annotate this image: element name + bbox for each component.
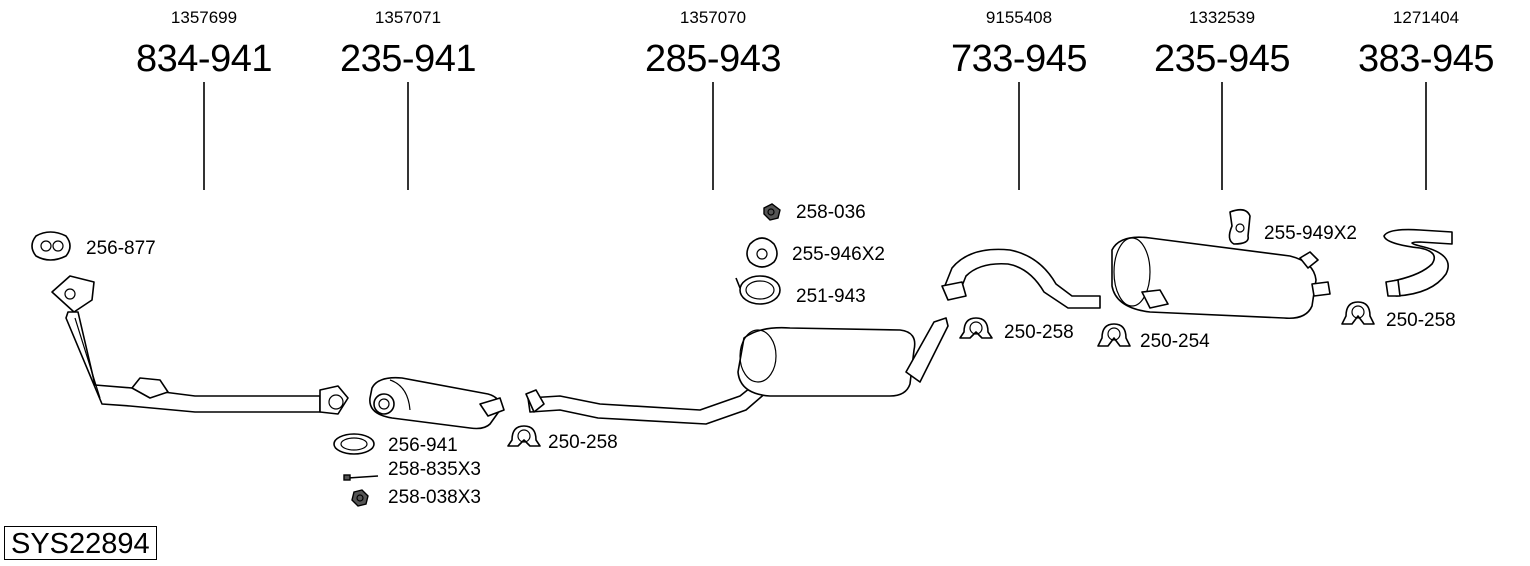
oe-number: 9155408 — [985, 8, 1053, 27]
center-silencer-part — [525, 317, 949, 425]
accessory-label[interactable]: 256-941 — [388, 435, 458, 456]
oe-number: 1357071 — [374, 8, 442, 27]
band-clamp-icon — [735, 275, 781, 305]
accessory-label[interactable]: 251-943 — [796, 286, 866, 307]
intermediate-pipe-part — [941, 248, 1101, 309]
part-number[interactable]: 383-945 — [1358, 38, 1494, 80]
part-number[interactable]: 285-943 — [645, 38, 781, 80]
nut-icon — [351, 489, 369, 507]
oe-number: 1357070 — [679, 8, 747, 27]
part-number[interactable]: 834-941 — [136, 38, 272, 80]
accessory-label[interactable]: 250-258 — [1004, 322, 1074, 343]
oe-number: 1271404 — [1392, 8, 1460, 27]
clamp-icon — [1341, 301, 1375, 325]
part-number[interactable]: 235-945 — [1154, 38, 1290, 80]
accessory-label[interactable]: 255-949X2 — [1264, 223, 1357, 244]
clamp-icon — [507, 425, 541, 447]
leader-lines — [203, 82, 1427, 190]
accessory-label[interactable]: 256-877 — [86, 238, 156, 259]
system-code-box: SYS22894 — [4, 526, 157, 560]
front-silencer-part — [369, 376, 505, 430]
accessory-label[interactable]: 258-036 — [796, 202, 866, 223]
part-number[interactable]: 733-945 — [951, 38, 1087, 80]
rubber-hanger-icon — [1228, 208, 1251, 245]
front-pipe-part — [51, 275, 349, 415]
clamp-icon — [1097, 323, 1131, 347]
tail-pipe-part — [1383, 228, 1453, 297]
accessory-label[interactable]: 250-258 — [1386, 310, 1456, 331]
part-number[interactable]: 235-941 — [340, 38, 476, 80]
accessory-label[interactable]: 250-258 — [548, 432, 618, 453]
bolt-icon — [343, 474, 379, 481]
gasket-icon — [31, 231, 71, 261]
accessory-label[interactable]: 258-038X3 — [388, 487, 481, 508]
accessory-label[interactable]: 255-946X2 — [792, 244, 885, 265]
rear-silencer-part — [1111, 236, 1331, 320]
oe-number: 1357699 — [170, 8, 238, 27]
clamp-icon — [959, 317, 993, 339]
ring-gasket-icon — [333, 433, 375, 455]
accessory-label[interactable]: 258-835X3 — [388, 459, 481, 480]
accessory-label[interactable]: 250-254 — [1140, 331, 1210, 352]
rubber-hanger-icon — [746, 237, 778, 268]
oe-number: 1332539 — [1188, 8, 1256, 27]
nut-icon — [763, 203, 781, 221]
